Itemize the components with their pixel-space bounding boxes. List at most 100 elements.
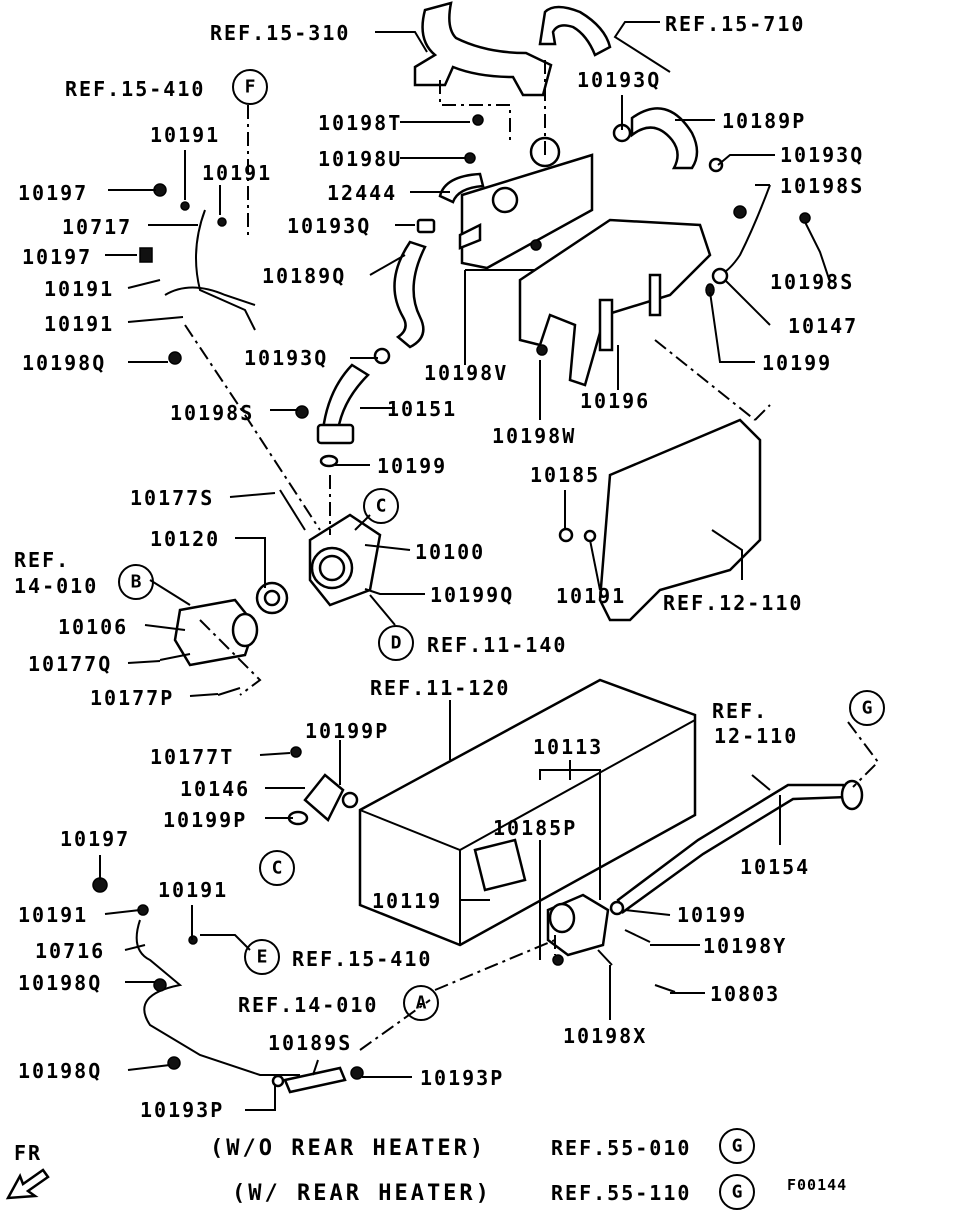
wo-rear-heater-label: (W/O REAR HEATER) xyxy=(210,1136,486,1161)
part-10113-label: 10113 xyxy=(533,735,603,759)
svg-text:D: D xyxy=(391,633,402,654)
part-10198q-b-label: 10198Q xyxy=(18,971,102,995)
figure-code: F00144 xyxy=(787,1176,847,1194)
part-drawings xyxy=(135,1,864,1094)
ref-12-110-b-line2: 12-110 xyxy=(714,724,798,748)
part-10198u-label: 10198U xyxy=(318,147,402,171)
callouts: F C B D G C E A G G xyxy=(118,69,885,1210)
part-10106-label: 10106 xyxy=(58,615,128,639)
ref-15-710-label: REF.15-710 xyxy=(665,12,805,36)
ref-12-110-b-line1: REF. xyxy=(712,699,768,723)
callout-c-top: C xyxy=(363,488,399,524)
part-10198x-label: 10198X xyxy=(563,1024,647,1048)
svg-text:C: C xyxy=(272,858,283,879)
part-10147-label: 10147 xyxy=(788,314,858,338)
part-10119-label: 10119 xyxy=(372,889,442,913)
callout-e: E xyxy=(244,939,280,975)
ref-15-410-top-label: REF.15-410 xyxy=(65,77,205,101)
callout-g-pipe: G xyxy=(849,690,885,726)
part-10100-label: 10100 xyxy=(415,540,485,564)
svg-text:G: G xyxy=(862,698,873,719)
part-10196-label: 10196 xyxy=(580,389,650,413)
svg-text:A: A xyxy=(416,993,427,1014)
ref-55-110-label: REF.55-110 xyxy=(551,1181,691,1205)
part-10185p-label: 10185P xyxy=(493,816,577,840)
part-10189s-label: 10189S xyxy=(268,1031,352,1055)
part-10803-label: 10803 xyxy=(710,982,780,1006)
callout-a: A xyxy=(403,985,439,1021)
ref-15-410-b-label: REF.15-410 xyxy=(292,947,432,971)
ref-14-010-label: REF.14-010 xyxy=(238,993,378,1017)
part-10199-a-label: 10199 xyxy=(762,351,832,375)
svg-text:G: G xyxy=(732,1182,743,1203)
part-10197-c-label: 10197 xyxy=(60,827,130,851)
part-10151-label: 10151 xyxy=(387,397,457,421)
fr-label: FR xyxy=(14,1141,42,1165)
part-10198s-a-label: 10198S xyxy=(780,174,864,198)
part-10199-c-label: 10199 xyxy=(677,903,747,927)
part-10177s-label: 10177S xyxy=(130,486,214,510)
part-10198q-c-label: 10198Q xyxy=(18,1059,102,1083)
part-10716-label: 10716 xyxy=(35,939,105,963)
svg-text:F: F xyxy=(245,77,256,98)
part-10198t-label: 10198T xyxy=(318,111,402,135)
phantom-lines xyxy=(184,60,880,1051)
part-10154-label: 10154 xyxy=(740,855,810,879)
ref-12-110-label: REF.12-110 xyxy=(663,591,803,615)
part-10198q-a-label: 10198Q xyxy=(22,351,106,375)
svg-text:E: E xyxy=(257,947,268,968)
front-direction-arrow-icon xyxy=(5,1168,50,1200)
callout-c-bottom: C xyxy=(259,850,295,886)
part-10199p-a-label: 10199P xyxy=(305,719,389,743)
part-10193q-c-label: 10193Q xyxy=(287,214,371,238)
part-10198w-label: 10198W xyxy=(492,424,576,448)
part-10193q-a-label: 10193Q xyxy=(577,68,661,92)
part-10177t-label: 10177T xyxy=(150,745,234,769)
part-10197-b-label: 10197 xyxy=(22,245,92,269)
ref-55-010-label: REF.55-010 xyxy=(551,1136,691,1160)
part-10199p-b-label: 10199P xyxy=(163,808,247,832)
part-10191-a-label: 10191 xyxy=(150,123,220,147)
part-10189q-label: 10189Q xyxy=(262,264,346,288)
part-10198s-b-label: 10198S xyxy=(770,270,854,294)
part-10191-g-label: 10191 xyxy=(18,903,88,927)
svg-text:G: G xyxy=(732,1136,743,1157)
part-10191-b-label: 10191 xyxy=(202,161,272,185)
part-10198y-label: 10198Y xyxy=(703,934,787,958)
ref-11-120-label: REF.11-120 xyxy=(370,676,510,700)
w-rear-heater-label: (W/ REAR HEATER) xyxy=(232,1181,492,1206)
callout-f: F xyxy=(232,69,268,105)
part-10177q-label: 10177Q xyxy=(28,652,112,676)
ref-14-010-line2: 14-010 xyxy=(14,574,98,598)
part-10193q-d-label: 10193Q xyxy=(244,346,328,370)
callout-g-w: G xyxy=(719,1174,755,1210)
ref-15-310-label: REF.15-310 xyxy=(210,21,350,45)
callout-d: D xyxy=(378,625,414,661)
part-10191-e-label: 10191 xyxy=(556,584,626,608)
callout-g-wo: G xyxy=(719,1128,755,1164)
ref-14-010-line1: REF. xyxy=(14,548,70,572)
part-10189p-label: 10189P xyxy=(722,109,806,133)
part-10146-label: 10146 xyxy=(180,777,250,801)
part-10120-label: 10120 xyxy=(150,527,220,551)
part-10199q-label: 10199Q xyxy=(430,583,514,607)
ref-11-140-label: REF.11-140 xyxy=(427,633,567,657)
part-10191-d-label: 10191 xyxy=(44,312,114,336)
part-10193q-b-label: 10193Q xyxy=(780,143,864,167)
part-10197-a-label: 10197 xyxy=(18,181,88,205)
part-12444-label: 12444 xyxy=(327,181,397,205)
hardware xyxy=(92,114,811,1088)
part-10177p-label: 10177P xyxy=(90,686,174,710)
part-10199-b-label: 10199 xyxy=(377,454,447,478)
part-10717-label: 10717 xyxy=(62,215,132,239)
labels: REF.15-310 REF.15-710 REF.15-410 10193Q … xyxy=(14,12,864,1206)
part-10185-label: 10185 xyxy=(530,463,600,487)
svg-text:B: B xyxy=(131,572,142,593)
part-10198s-c-label: 10198S xyxy=(170,401,254,425)
part-10191-c-label: 10191 xyxy=(44,277,114,301)
part-10193p-a-label: 10193P xyxy=(420,1066,504,1090)
svg-text:C: C xyxy=(376,496,387,517)
part-10191-f-label: 10191 xyxy=(158,878,228,902)
callout-b: B xyxy=(118,564,154,600)
